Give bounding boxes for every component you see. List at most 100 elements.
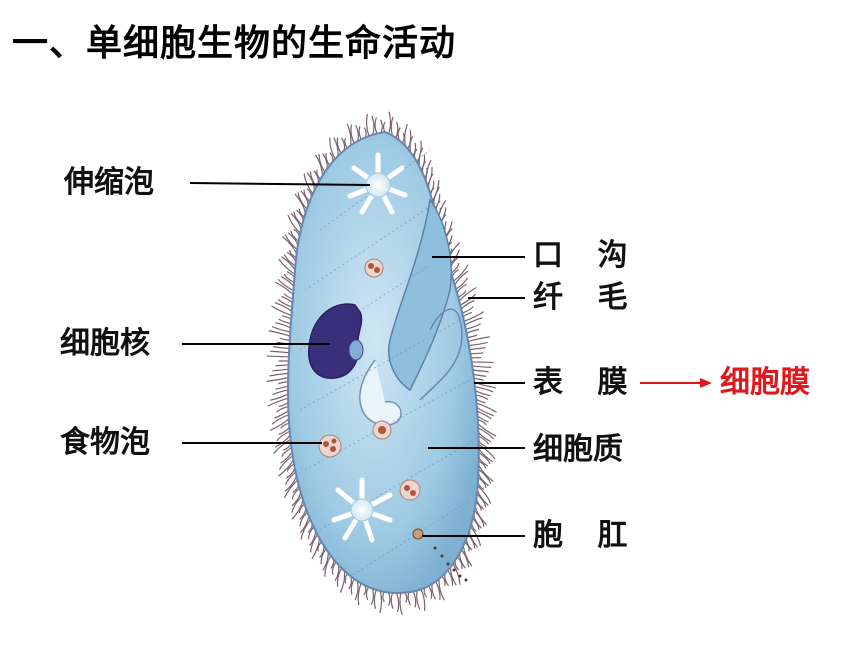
cilium xyxy=(278,455,293,470)
cilium xyxy=(457,290,467,298)
cilium xyxy=(293,211,303,226)
cilium xyxy=(281,256,296,271)
page-title: 一、单细胞生物的生命活动 xyxy=(12,22,457,64)
cilium xyxy=(474,385,494,393)
cilium xyxy=(401,132,405,144)
nucleus xyxy=(308,303,364,379)
cilium xyxy=(281,295,293,304)
cilium xyxy=(468,530,479,548)
cilium xyxy=(473,373,487,377)
cilium xyxy=(300,519,311,540)
cilium xyxy=(476,489,489,506)
cilium xyxy=(336,567,343,587)
food-vacuole-1 xyxy=(364,258,384,278)
cilium xyxy=(382,121,386,133)
cilium xyxy=(278,459,294,477)
cilium xyxy=(404,592,408,603)
label-cilia: 纤 毛 xyxy=(533,280,640,315)
cilium xyxy=(325,152,331,166)
cilium xyxy=(457,556,463,570)
leader-contractile-vacuole xyxy=(189,182,371,186)
cilium xyxy=(278,318,292,325)
cilium xyxy=(276,430,290,442)
label-anal-pore: 胞 肛 xyxy=(533,518,640,553)
cilium xyxy=(461,306,474,314)
cilium xyxy=(354,580,359,601)
label-cytoplasm: 细胞质 xyxy=(533,432,623,467)
cilium xyxy=(470,352,484,355)
cilium xyxy=(472,369,489,373)
cilium xyxy=(310,534,318,553)
cilium xyxy=(350,124,355,144)
cilium xyxy=(291,487,300,500)
cilium xyxy=(379,590,383,614)
cilium xyxy=(469,347,486,351)
cilium xyxy=(324,555,332,577)
cilium xyxy=(435,581,441,601)
cilium xyxy=(357,583,362,606)
cilium xyxy=(283,479,298,499)
cilium xyxy=(390,592,394,610)
food-vacuole-3 xyxy=(372,420,392,440)
cilium xyxy=(465,323,482,330)
cilium xyxy=(404,123,408,147)
cilium xyxy=(399,592,403,616)
cilium xyxy=(412,142,417,156)
cilium xyxy=(426,166,433,186)
label-oral-groove: 口 沟 xyxy=(533,238,640,273)
arrow-to-cell-membrane xyxy=(640,378,712,388)
cilium xyxy=(341,137,346,151)
label-nucleus: 细胞核 xyxy=(60,326,150,361)
cilium xyxy=(374,117,378,134)
cilium xyxy=(371,115,375,135)
cilium xyxy=(318,154,326,173)
cilium xyxy=(407,130,412,150)
cilium xyxy=(272,389,289,396)
cilium xyxy=(266,376,289,382)
label-pellicle: 表 膜 xyxy=(533,365,640,400)
cilium xyxy=(283,293,293,300)
cilium xyxy=(298,503,305,513)
cilium xyxy=(275,385,289,390)
cilium xyxy=(475,398,486,404)
cilium xyxy=(271,326,291,333)
cilium xyxy=(476,493,487,508)
cilium xyxy=(463,311,485,322)
cilium xyxy=(478,452,491,465)
cilium xyxy=(346,123,352,146)
cilium xyxy=(277,298,293,308)
cilium xyxy=(329,137,336,160)
cilium xyxy=(316,169,321,180)
cilium xyxy=(428,585,433,599)
cilium xyxy=(299,511,308,527)
cilium xyxy=(477,477,487,488)
oral-groove-edge xyxy=(419,308,463,401)
cilium xyxy=(458,286,477,302)
cilium xyxy=(416,140,422,163)
cilium xyxy=(390,116,394,136)
cilium xyxy=(423,587,428,598)
cilium xyxy=(355,125,359,142)
cilium xyxy=(363,127,367,138)
cilium xyxy=(308,526,315,540)
cilium xyxy=(350,578,355,595)
cilium xyxy=(283,254,296,267)
cilium xyxy=(273,439,291,455)
cilium xyxy=(464,317,483,326)
cilium xyxy=(269,393,289,401)
cilium xyxy=(269,372,289,377)
cilium xyxy=(274,301,293,312)
cilium xyxy=(462,311,473,318)
cilium xyxy=(266,355,289,358)
cilium xyxy=(281,447,292,457)
cilium xyxy=(416,590,421,610)
cilium xyxy=(269,418,290,431)
cilium xyxy=(459,293,477,306)
cilium xyxy=(313,170,320,183)
food-vacuole-2 xyxy=(318,434,342,458)
cilium xyxy=(267,397,289,407)
cilium xyxy=(407,591,411,606)
cilium xyxy=(288,250,297,259)
cilium xyxy=(476,402,497,413)
cilium xyxy=(466,328,480,334)
